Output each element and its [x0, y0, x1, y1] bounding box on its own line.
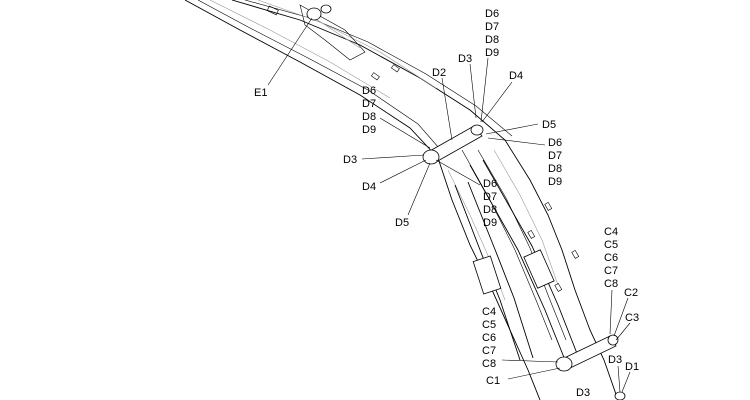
label-left-C6: C6 [482, 332, 496, 344]
hydraulic-cylinders [454, 159, 579, 361]
label-right-D8: D8 [548, 163, 562, 175]
label-top-D6: D6 [485, 8, 499, 20]
label-low-D7: D7 [483, 191, 497, 203]
label-C1: C1 [486, 375, 500, 387]
label-mid-D8: D8 [362, 111, 376, 123]
label-top-D9: D9 [485, 47, 499, 59]
label-left-C8: C8 [482, 358, 496, 370]
label-top-D7: D7 [485, 21, 499, 33]
label-left-D3: D3 [343, 154, 357, 166]
callout-labels: E1 D6 D7 D8 D9 D3 D4 D2 D6 D7 D8 D9 D5 D… [254, 8, 639, 399]
label-low-D8: D8 [483, 204, 497, 216]
label-C2: C2 [624, 287, 638, 299]
label-left-D5: D5 [395, 217, 409, 229]
label-E1: E1 [254, 87, 267, 99]
label-left-C7: C7 [482, 345, 496, 357]
label-right-C8: C8 [604, 278, 618, 290]
label-right-D7: D7 [548, 150, 562, 162]
label-bottom-D3b: D3 [576, 387, 590, 399]
label-low-D6: D6 [483, 178, 497, 190]
label-right-D5: D5 [542, 119, 556, 131]
label-mid-D6: D6 [362, 85, 376, 97]
label-low-D9: D9 [483, 217, 497, 229]
label-mid-D9: D9 [362, 124, 376, 136]
boom-outline [184, 0, 619, 400]
label-right-D9: D9 [548, 176, 562, 188]
label-C3: C3 [625, 312, 639, 324]
label-left-C4: C4 [482, 306, 496, 318]
label-right-C7: C7 [604, 265, 618, 277]
label-left-C5: C5 [482, 319, 496, 331]
label-right-C6: C6 [604, 252, 618, 264]
label-top-D4: D4 [509, 70, 523, 82]
label-top-D8: D8 [485, 34, 499, 46]
label-left-D4: D4 [362, 181, 376, 193]
label-mid-D7: D7 [362, 98, 376, 110]
label-bottom-D3a: D3 [608, 354, 622, 366]
label-right-C5: C5 [604, 239, 618, 251]
label-top-D3: D3 [458, 53, 472, 65]
label-right-D6: D6 [548, 137, 562, 149]
label-D2: D2 [432, 67, 446, 79]
label-right-C4: C4 [604, 226, 618, 238]
leader-lines [267, 17, 631, 393]
pins [306, 4, 626, 400]
label-D1: D1 [625, 361, 639, 373]
